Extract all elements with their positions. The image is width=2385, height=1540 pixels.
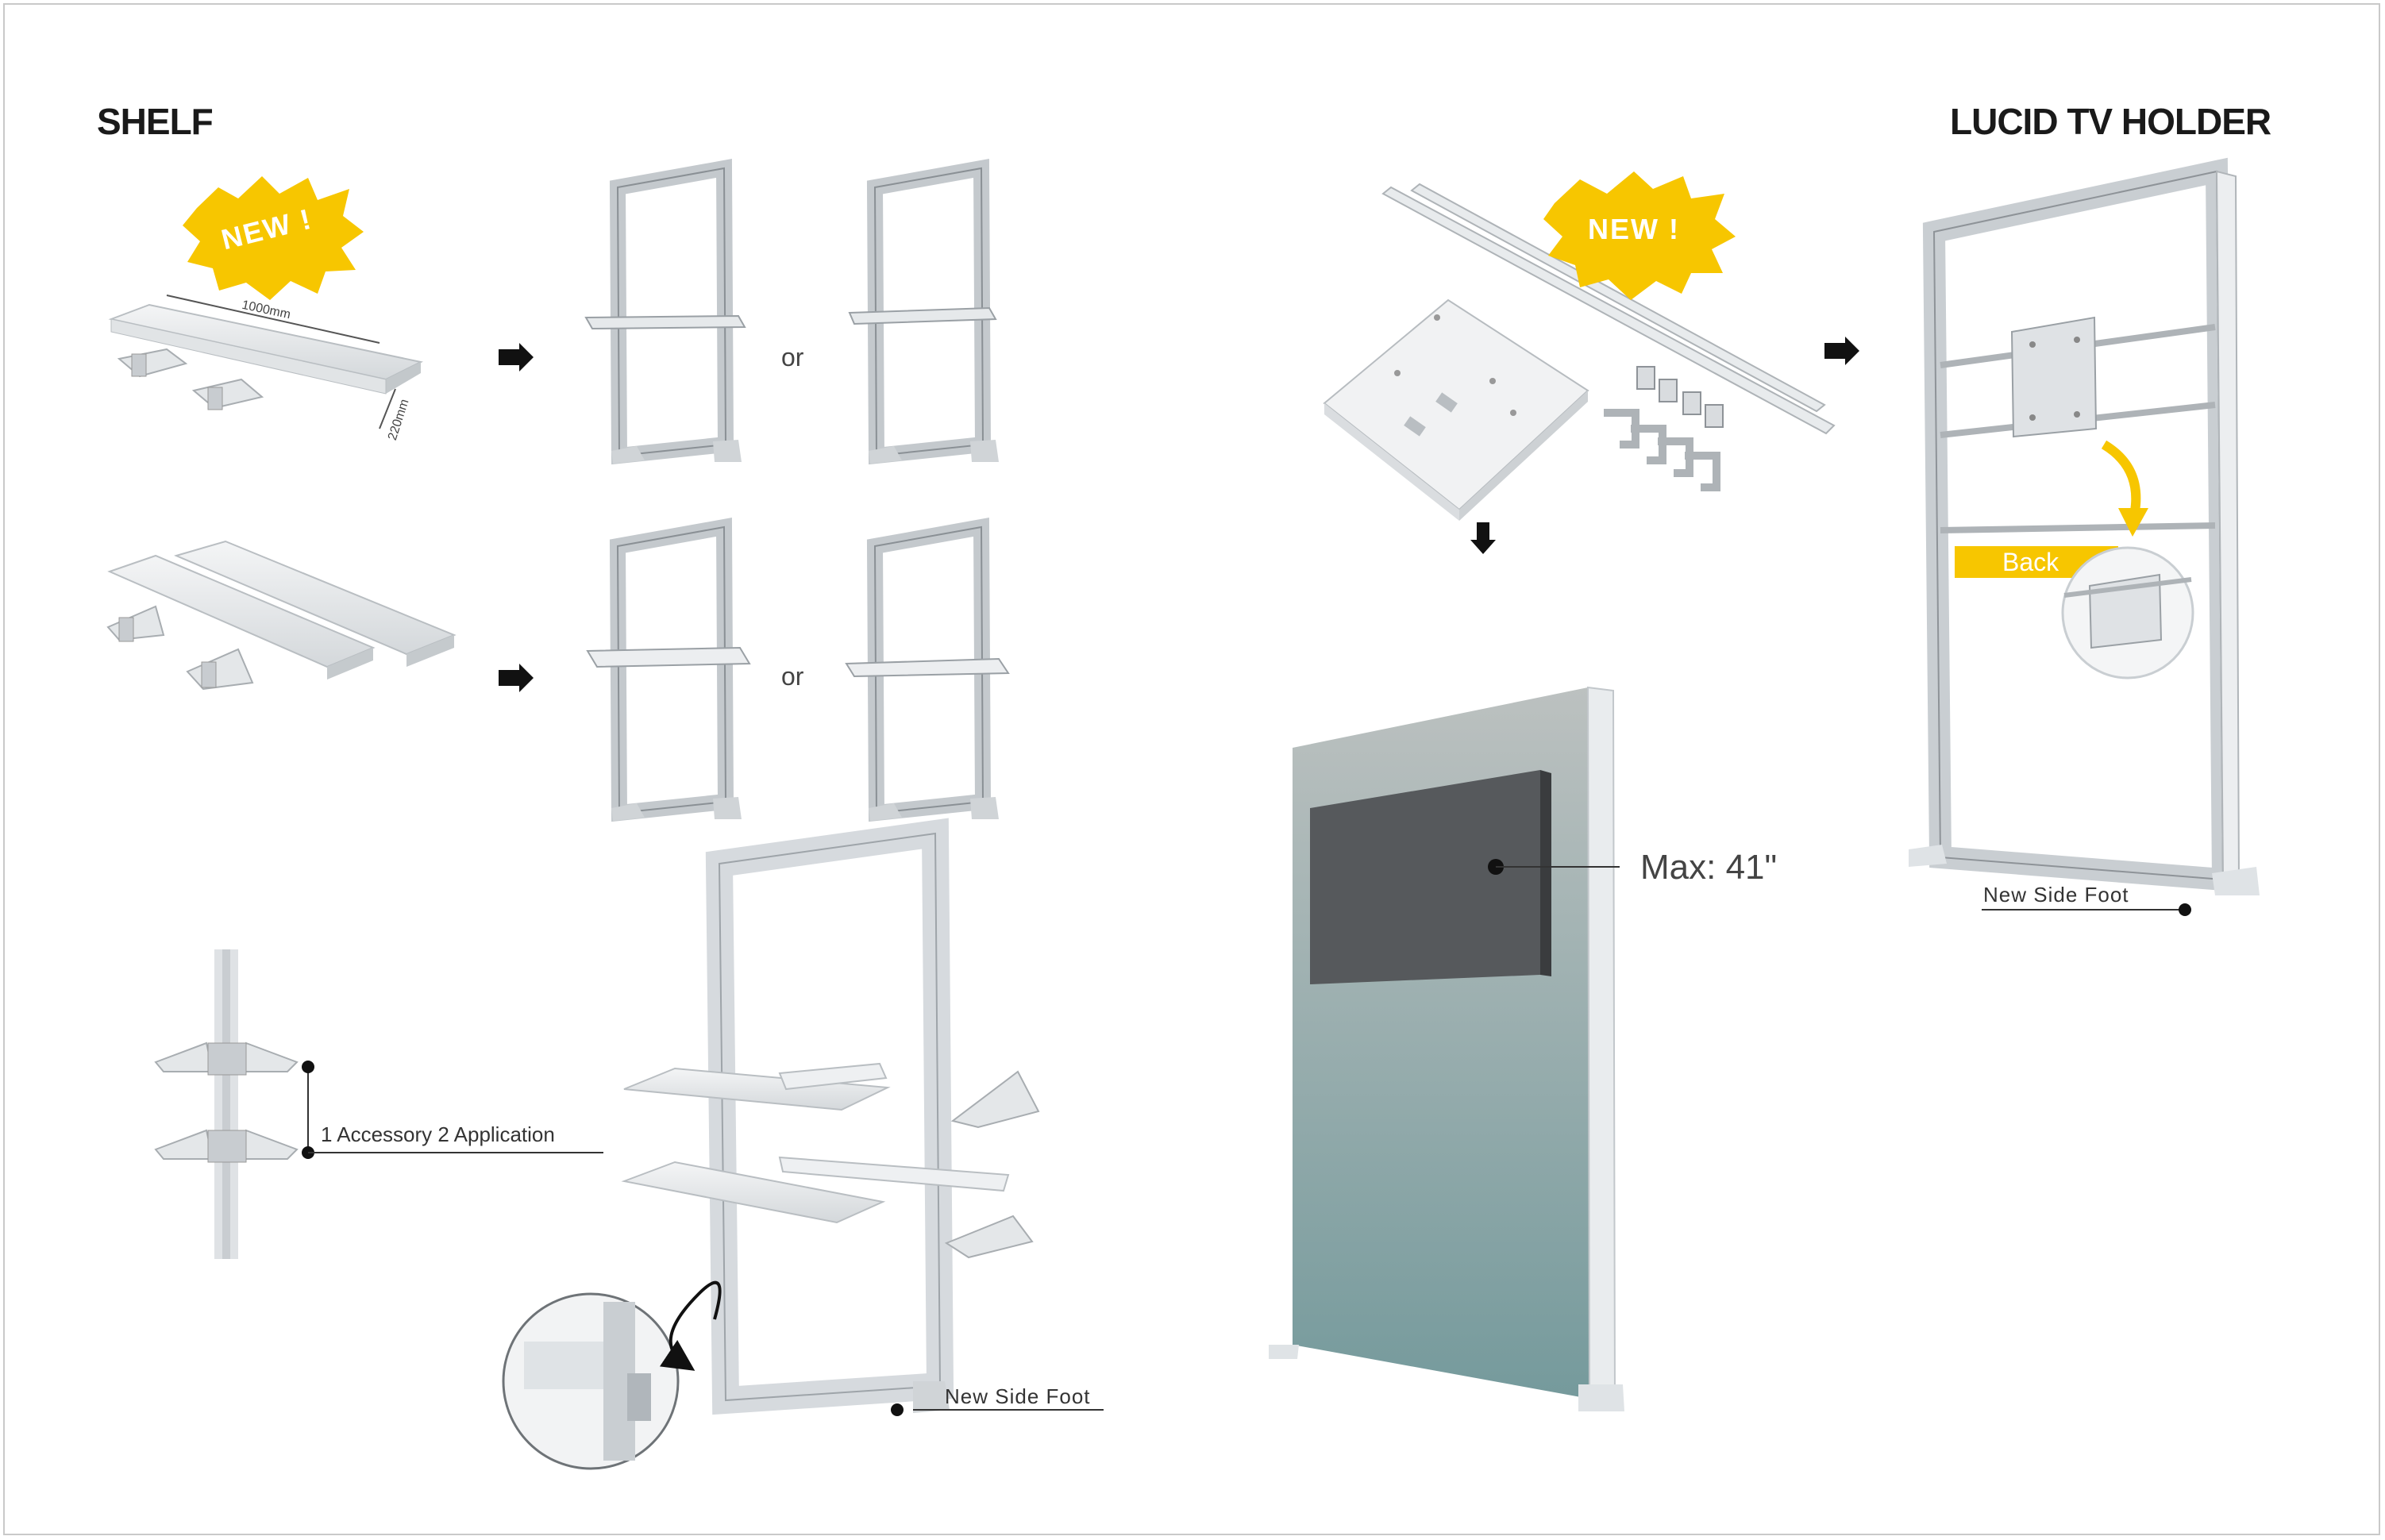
new-badge-1 (183, 176, 364, 300)
mount-rails (1381, 183, 1836, 435)
pole-detail (154, 949, 603, 1259)
tv-holder-frame (1909, 157, 2260, 916)
arrow-right-1 (499, 343, 534, 372)
frame-row2-a (586, 518, 751, 822)
shelf-board-2b (174, 540, 457, 667)
or-label-1: or (781, 343, 804, 372)
arrow-right-3 (1824, 337, 1859, 365)
accessory-application-label: 1 Accessory 2 Application (321, 1122, 555, 1146)
shelf-bracket-1a (117, 348, 188, 378)
shelf-bracket-1b (191, 378, 264, 410)
mount-plate (1323, 298, 1589, 521)
page-border (3, 3, 2380, 1535)
new-side-foot-label-left: New Side Foot (945, 1384, 1091, 1408)
frame-row2-b (845, 518, 1010, 822)
frame-row1-a (584, 159, 746, 465)
shelf-board-1 (108, 295, 424, 429)
max-screen-label: Max: 41" (1640, 848, 1778, 887)
arrow-right-2 (499, 664, 534, 692)
shelf-bracket-2b (186, 648, 254, 691)
new-badge-2-label: NEW ! (1588, 213, 1680, 245)
back-label: Back (2002, 548, 2059, 576)
shelf-title: SHELF (97, 101, 214, 142)
new-side-foot-label-right: New Side Foot (1983, 883, 2129, 907)
frame-with-shelves (621, 818, 1104, 1416)
or-label-2: or (781, 662, 804, 691)
mount-clips (1604, 366, 1724, 491)
new-badge-2 (1543, 171, 1736, 300)
tv-holder-title: LUCID TV HOLDER (1950, 101, 2271, 142)
frame-row1-b (848, 159, 999, 465)
side-foot-magnifier (502, 1280, 722, 1470)
tv-display-panel (1269, 686, 1624, 1411)
arrow-down (1470, 522, 1496, 554)
shelf-board-2a (107, 554, 376, 680)
shelf-bracket-2a (106, 605, 165, 642)
